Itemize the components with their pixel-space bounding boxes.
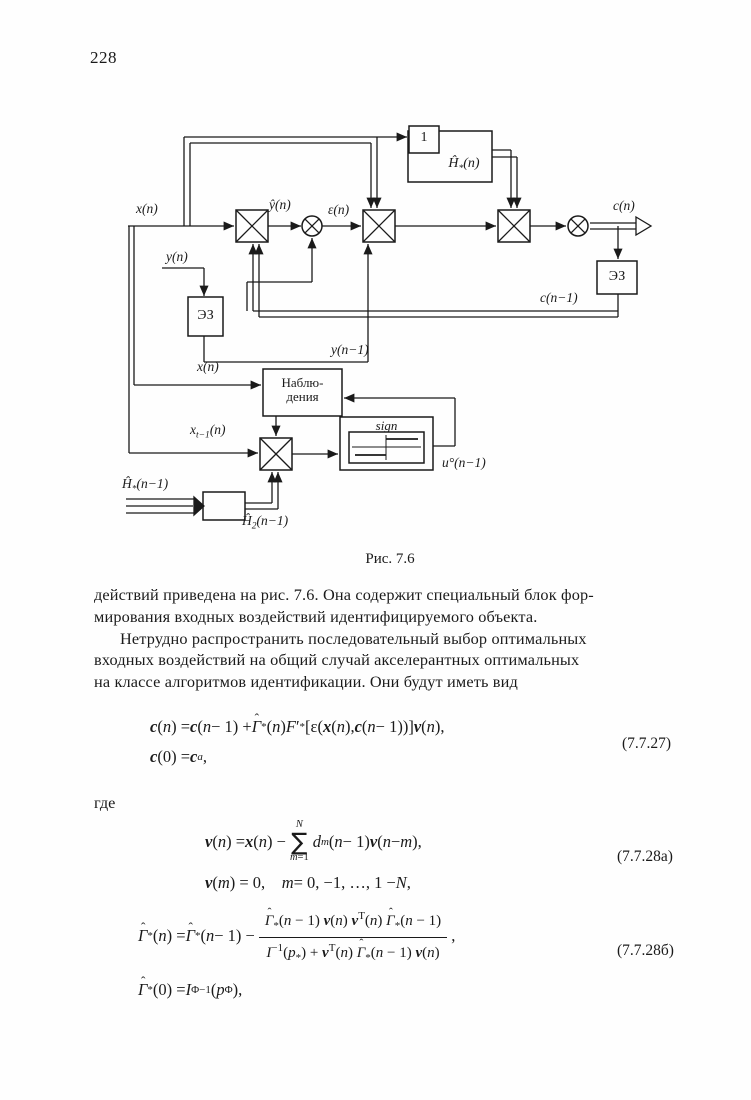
label-y-n-minus-1: y(n−1) [331, 342, 369, 357]
diagram-blocks [187, 125, 638, 521]
equation-7-7-28b: Γ*(n) = Γ*(n − 1) − Γ*(n − 1) v(n) vT(n)… [138, 905, 455, 1005]
equation-line: Γ*(n) = Γ*(n − 1) − Γ*(n − 1) v(n) vT(n)… [138, 905, 455, 967]
label-c-n-minus-1: c(n−1) [540, 290, 578, 305]
label-h2-n-minus-1: Ĥ2(n−1) [242, 513, 289, 532]
unity-box-label: 1 [420, 130, 428, 145]
equation-line: Γ*(0) = IΦ−1(pΦ), [138, 975, 455, 1005]
equation-number-7-7-27: (7.7.27) [622, 735, 672, 752]
label-x-n-observer: x(n) [197, 359, 219, 374]
label-epsilon-n: ε(n) [328, 202, 350, 217]
delay-block-left [187, 296, 224, 337]
observer-label: Наблю-дения [281, 375, 324, 405]
figure-caption: Рис. 7.6 [365, 551, 415, 567]
label-c-n: c(n) [613, 198, 635, 213]
observer-block [262, 368, 343, 417]
inverse-model-label: Ĥ*(n) [448, 156, 480, 174]
paragraph-line: входных воздействий на общий случай аксе… [94, 650, 580, 670]
equation-line: v(m) = 0, m = 0, −1, …, 1 − N, [205, 872, 411, 892]
paragraph-line: на классе алгоритмов идентификации. Они … [94, 672, 518, 692]
delay-left-label: ЭЗ [197, 308, 214, 323]
label-x-n: x(n) [136, 201, 158, 216]
diagram-symbols [235, 209, 586, 471]
paragraph-line: Нетрудно распространить последовательный… [120, 628, 587, 648]
label-x-t-minus-1-n: xt−1(n) [190, 422, 226, 441]
diagram-wiring [126, 132, 653, 517]
delay-block-right [596, 260, 638, 295]
label-h-star-n-minus-1: Ĥ*(n−1) [122, 476, 169, 495]
equation-number-7-7-28a: (7.7.28а) [617, 848, 673, 865]
paragraph-line: мирования входных воздействий идентифици… [94, 606, 538, 626]
h2-block [202, 491, 246, 521]
equation-number-7-7-28b: (7.7.28б) [617, 942, 674, 959]
delay-right-label: ЭЗ [608, 269, 626, 284]
block-diagram [126, 125, 653, 521]
unity-box [408, 125, 440, 154]
where-label: где [94, 793, 116, 812]
page-number: 228 [90, 48, 117, 67]
equation-line: c(n) = c(n − 1) + Γ*(n) F′*[ε(x(n), c(n … [150, 712, 445, 742]
sign-label: sign [375, 418, 398, 433]
equation-7-7-27: c(n) = c(n − 1) + Γ*(n) F′*[ε(x(n), c(n … [150, 712, 445, 772]
label-y-n: y(n) [166, 249, 188, 264]
body-paragraphs: действий приведена на рис. 7.6. Она соде… [94, 584, 669, 693]
paragraph-line: действий приведена на рис. 7.6. Она соде… [94, 585, 594, 604]
label-y-hat-n: ŷ(n) [269, 197, 291, 212]
label-u-n-minus-1: u°(n−1) [442, 455, 486, 470]
